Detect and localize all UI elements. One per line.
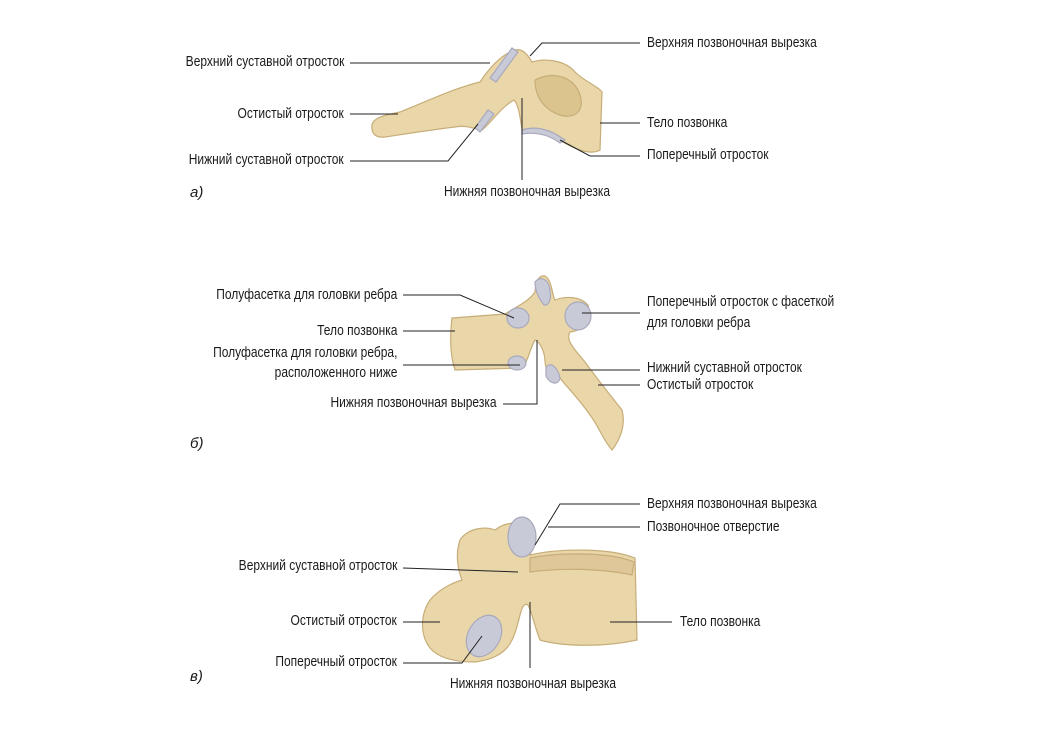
label-transverse-process-facet-line2: для головки ребра xyxy=(647,314,751,331)
label-vertebral-body: Тело позвонка xyxy=(647,114,728,131)
vertebra-c-illustration xyxy=(421,516,638,663)
label-inferior-vertebral-notch: Нижняя позвоночная вырезка xyxy=(444,183,611,200)
label-inferior-costal-demifacet-line1: Полуфасетка для головки ребра, xyxy=(212,344,397,361)
panel-tag-a: а) xyxy=(190,184,204,201)
label-inferior-costal-demifacet-line2: расположенного ниже xyxy=(274,364,397,381)
label-superior-articular-process: Верхний суставной отросток xyxy=(238,557,397,574)
label-vertebral-foramen: Позвоночное отверстие xyxy=(647,518,780,535)
label-transverse-process: Поперечный отросток xyxy=(647,146,769,163)
vertebra-b-illustration xyxy=(450,275,624,451)
label-transverse-process-facet-line1: Поперечный отросток с фасеткой xyxy=(647,293,835,310)
label-spinous-process: Остистый отросток xyxy=(290,612,397,629)
panel-tag-c: в) xyxy=(190,668,203,685)
label-superior-vertebral-notch: Верхняя позвоночная вырезка xyxy=(647,34,817,51)
leader-lines xyxy=(350,42,672,668)
panel-tag-b: б) xyxy=(190,435,204,452)
label-spinous-process: Остистый отросток xyxy=(647,376,754,393)
label-vertebral-body: Тело позвонка xyxy=(680,613,761,630)
label-superior-articular-process: Верхний суставной отросток xyxy=(185,53,344,70)
label-inferior-articular-process: Нижний суставной отросток xyxy=(189,151,344,168)
vertebra-a-illustration xyxy=(371,47,603,153)
label-spinous-process: Остистый отросток xyxy=(237,105,344,122)
label-inferior-vertebral-notch: Нижняя позвоночная вырезка xyxy=(330,394,497,411)
label-vertebral-body: Тело позвонка xyxy=(316,322,397,339)
label-costal-demifacet: Полуфасетка для головки ребра xyxy=(215,286,397,303)
label-superior-vertebral-notch: Верхняя позвоночная вырезка xyxy=(647,495,817,512)
label-inferior-vertebral-notch: Нижняя позвоночная вырезка xyxy=(450,675,617,692)
label-transverse-process: Поперечный отросток xyxy=(275,653,398,670)
label-inferior-articular-process: Нижний суставной отросток xyxy=(647,359,802,376)
